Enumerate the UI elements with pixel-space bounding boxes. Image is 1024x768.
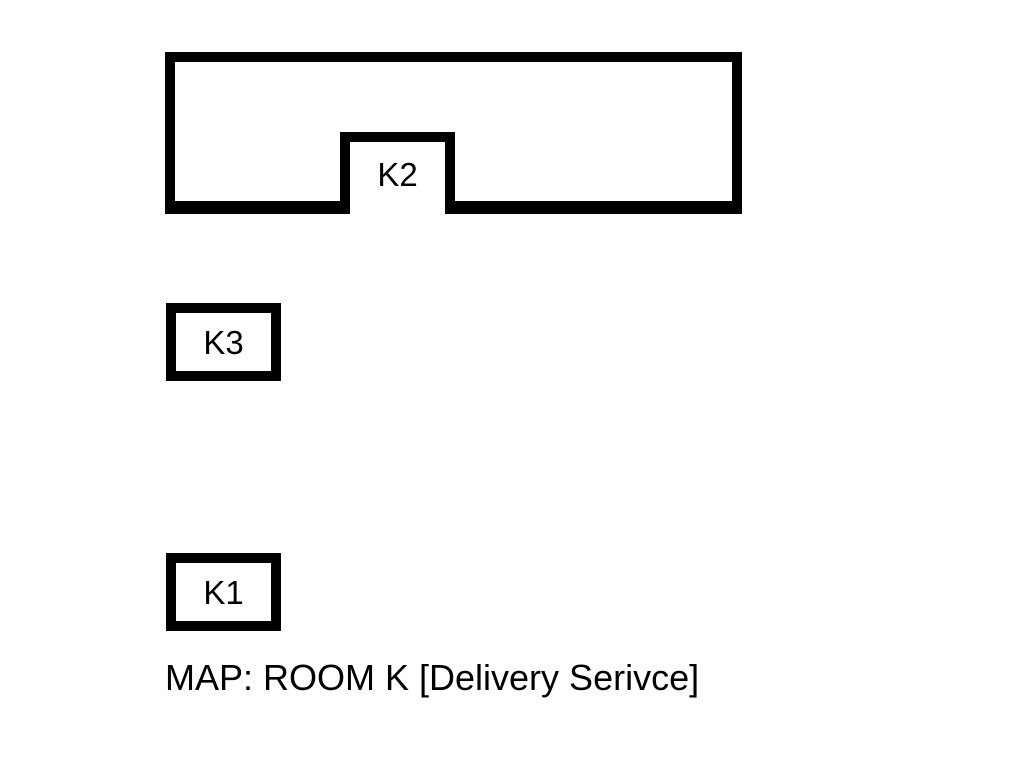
map-caption: MAP: ROOM K [Delivery Serivce] <box>165 657 700 698</box>
room-label-k1: K1 <box>203 573 244 611</box>
room-box-k2[interactable]: K2 <box>340 132 455 214</box>
room-label-k2: K2 <box>377 155 418 193</box>
room-box-k1[interactable]: K1 <box>166 553 281 631</box>
room-label-k3: K3 <box>203 323 244 361</box>
room-box-k3[interactable]: K3 <box>166 303 281 381</box>
